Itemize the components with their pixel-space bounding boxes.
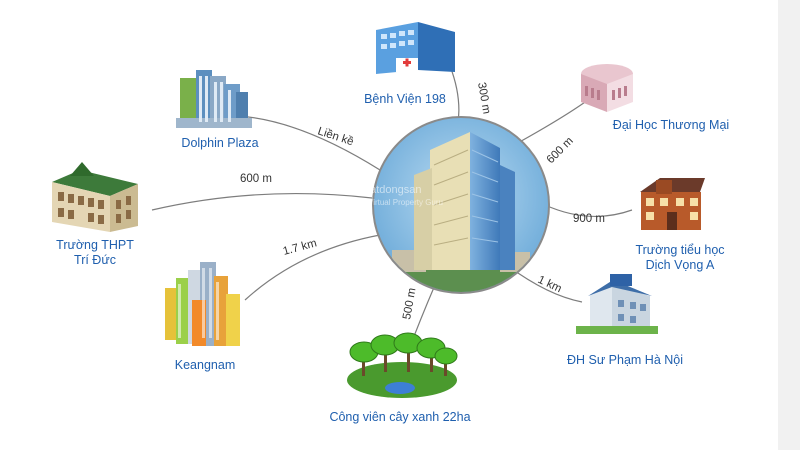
- keangnam-buildings-icon: [165, 262, 240, 346]
- label-high-school: Trường THPT Trí Đức: [56, 238, 134, 267]
- distance-pedagogy: 1 km: [536, 274, 564, 295]
- dolphin-plaza-buildings-icon: [176, 70, 252, 128]
- line-keangnam: [244, 234, 381, 301]
- pedagogy-university-building-icon: [576, 274, 658, 334]
- distance-university: 600 m: [545, 135, 576, 166]
- distance-keangnam: 1.7 km: [282, 237, 318, 258]
- right-edge-strip: [778, 0, 800, 450]
- park-trees-icon: [347, 332, 458, 398]
- label-primary-school: Trường tiểu học Dịch Vọng A: [635, 243, 725, 272]
- distance-park: 500 m: [401, 287, 418, 321]
- line-primary-school: [544, 204, 633, 217]
- center-watermark-bottom: Virtual Property Guru: [368, 198, 443, 207]
- distance-hospital: 300 m: [475, 81, 492, 115]
- hospital-building-icon: [376, 22, 455, 74]
- line-dolphin: [237, 115, 381, 171]
- center-project-image: batdongsan Virtual Property Guru: [364, 116, 550, 294]
- university-building-icon: [581, 64, 633, 112]
- label-keangnam: Keangnam: [174, 358, 236, 372]
- label-university: Đại Học Thương Mại: [612, 118, 730, 132]
- label-hospital: Bệnh Viện 198: [364, 92, 446, 106]
- line-high-school: [151, 192, 373, 211]
- center-watermark-top: batdongsan: [364, 184, 422, 196]
- connection-lines: [151, 65, 633, 353]
- label-park: Công viên cây xanh 22ha: [329, 410, 471, 424]
- distance-high-school: 600 m: [240, 173, 272, 185]
- label-pedagogy: ĐH Sư Phạm Hà Nội: [566, 353, 684, 367]
- primary-school-building-icon: [640, 178, 705, 230]
- high-school-building-icon: [52, 162, 138, 232]
- label-dolphin: Dolphin Plaza: [181, 136, 259, 150]
- distance-primary-school: 900 m: [573, 213, 605, 225]
